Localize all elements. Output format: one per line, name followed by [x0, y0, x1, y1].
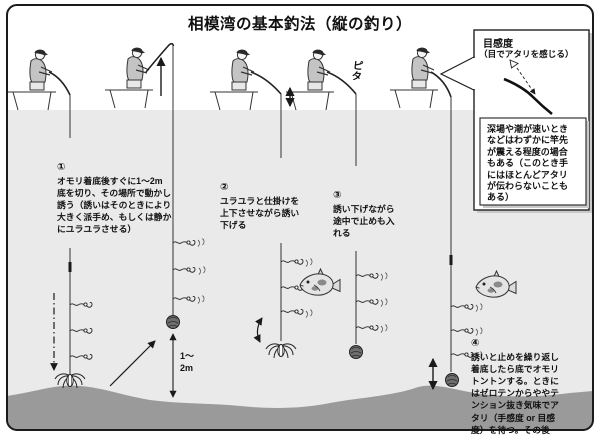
fisherman-1-figure	[7, 49, 57, 111]
callout-body-text: 深場や潮が速いとき などはわずかに竿先 が震える程度の場合 もある（このとき手 …	[487, 124, 569, 203]
step-4-number: ④	[471, 338, 480, 350]
step-2-text: ユラユラと仕掛けを 上下させながら誘い 下げる	[220, 195, 300, 231]
rod-2	[145, 42, 175, 73]
diagram-frame	[6, 4, 594, 431]
step-1-number: ①	[57, 162, 66, 174]
page-title: 相模湾の基本釣法（縦の釣り）	[187, 16, 412, 33]
rod-5	[430, 71, 452, 98]
fisherman-4-figure	[285, 49, 335, 111]
rod-4	[326, 71, 357, 95]
rod-tip-curve-icon	[503, 77, 553, 116]
step-3-number: ③	[333, 190, 342, 202]
pointer-to-sinker-arrow-icon	[109, 340, 156, 387]
callout-heading: 目感度	[483, 39, 513, 50]
rig-4-sinker-icon	[349, 345, 363, 359]
rig-5-sinker-icon	[445, 373, 459, 387]
seabed	[7, 385, 593, 430]
rod-1	[48, 71, 71, 96]
fisherman-5-figure	[389, 47, 439, 109]
rod-3	[250, 71, 282, 95]
weight-wiggle-arrow-icon	[253, 317, 263, 343]
step-3-text: 誘い下げながら 途中で止めも入 れる	[333, 203, 395, 239]
fisherman-2-figure	[104, 47, 154, 109]
callout-subheading: （目でアタリを感じる）	[479, 49, 574, 59]
callout-box	[439, 29, 592, 213]
stop-label: ピタ	[349, 59, 365, 82]
open-arrowhead-icon	[509, 59, 519, 69]
fisherman-3-figure	[209, 49, 259, 111]
step-4-text: 誘いと止めを繰り返し 着底したら底でオモリ トントンする。ときに はゼロテンから…	[471, 351, 559, 435]
step-2-number: ②	[220, 182, 229, 194]
rig-2-sinker-icon	[166, 315, 180, 329]
tremble-dashed-arrow-icon	[516, 67, 536, 95]
step-1-text: オモリ着底後すぐに1〜2m 底を切り、その場所で動かし 誘う（誘いはそのときによ…	[57, 175, 172, 235]
depth-range-label: 1〜 2m	[180, 350, 195, 374]
